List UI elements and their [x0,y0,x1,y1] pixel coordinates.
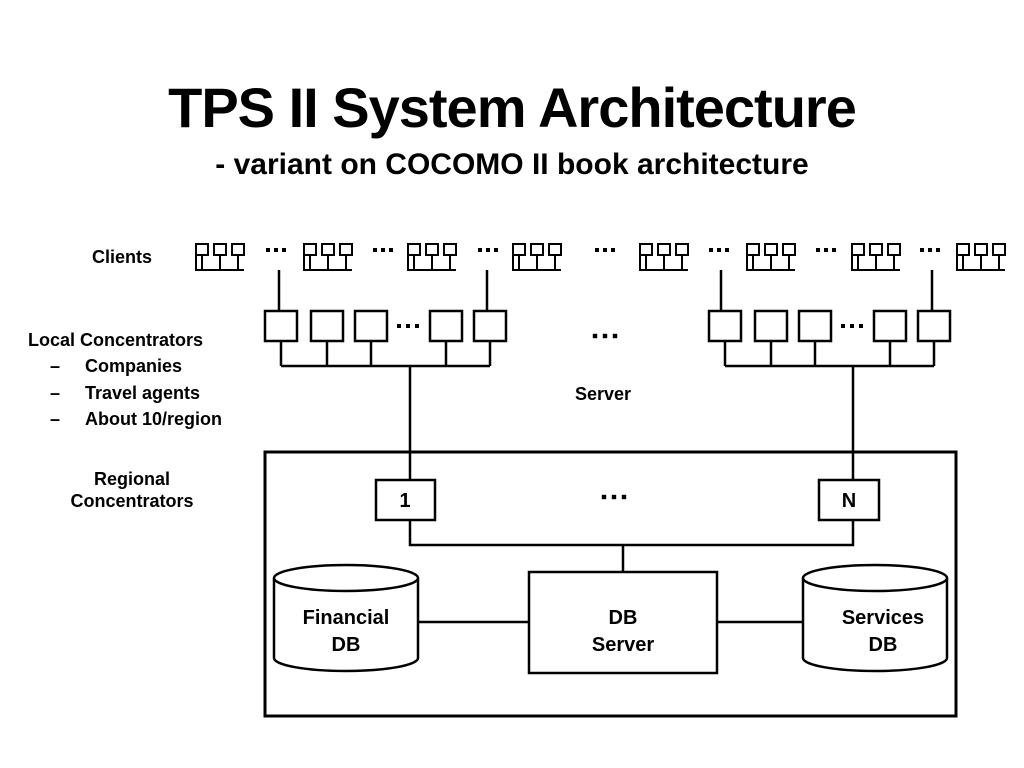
local-concentrator [309,309,345,343]
ellipsis [920,248,940,252]
ellipsis [601,494,627,500]
client-group [746,243,796,271]
regional-concentrator-n-label: N [842,490,856,512]
local-concentrator [263,309,299,343]
ellipsis [709,248,729,252]
client-terminal [321,243,335,256]
client-terminal [303,243,317,256]
client-terminal [974,243,988,256]
client-bus [512,255,561,271]
ellipsis [478,248,498,252]
page-subtitle: - variant on COCOMO II book architecture [215,148,809,181]
client-terminal [512,243,526,256]
client-bus [956,255,1005,271]
client-bus [639,255,688,271]
client-bus [303,255,352,271]
client-terminal [851,243,865,256]
services-db-label-line1: Services [842,607,924,629]
regional-concentrator-1 [374,478,437,522]
regional-concentrators-label: Regional Concentrators [70,469,194,511]
client-terminal [407,243,421,256]
client-terminal [657,243,671,256]
services-db-cylinder [801,563,949,673]
client-terminal [639,243,653,256]
db-server-label-line2: Server [592,634,654,656]
local-concentrator [872,309,908,343]
page-title: TPS II System Architecture [168,76,857,139]
client-bus [746,255,795,271]
client-group [956,243,1006,271]
financial-db-label-line2: DB [332,634,361,656]
client-terminal [213,243,227,256]
client-terminal [764,243,778,256]
client-group [639,243,689,271]
ellipses-layer [266,248,940,500]
local-concentrator-cluster [263,309,508,368]
clients-layer [195,243,1006,271]
client-terminal [339,243,353,256]
list-item: –Travel agents [50,382,201,403]
ellipsis [592,333,618,339]
local-concentrator [472,309,508,343]
local-concentrator [797,309,833,343]
client-group [512,243,562,271]
ellipsis [595,248,615,252]
client-group [303,243,353,271]
client-terminal [195,243,209,256]
db-server-label-line1: DB [609,607,638,629]
client-group [851,243,901,271]
services-db-label-line2: DB [869,634,898,656]
ellipsis [373,248,393,252]
client-terminal [992,243,1006,256]
financial-db-label-line1: Financial [303,607,390,629]
client-terminal [425,243,439,256]
ellipsis [266,248,286,252]
client-terminal [869,243,883,256]
local-concentrator [916,309,952,343]
client-terminal [530,243,544,256]
server-enclosure [263,450,958,718]
ellipsis [816,248,836,252]
client-terminal [887,243,901,256]
financial-db-cylinder [272,563,420,673]
client-bus [851,255,900,271]
local-concentrators-list: –Companies –Travel agents –About 10/regi… [50,356,222,436]
ellipsis [397,324,419,328]
local-concentrator-cluster [707,309,952,368]
local-concentrator [353,309,389,343]
client-bus [195,255,244,271]
client-terminal [746,243,760,256]
local-concentrators-label: Local Concentrators [28,330,204,350]
client-terminal [956,243,970,256]
db-server-box [527,570,719,675]
list-item: –About 10/region [50,409,223,429]
local-concentrator [428,309,464,343]
local-concentrators-layer [263,270,952,368]
ellipsis [841,324,863,328]
regional-concentrator-n [817,478,881,522]
client-group [407,243,457,271]
local-concentrator [753,309,789,343]
client-group [195,243,245,271]
client-bus [407,255,456,271]
client-terminal [443,243,457,256]
client-terminal [675,243,689,256]
client-terminal [782,243,796,256]
list-item: –Companies [50,356,183,376]
regional-bus [408,520,855,547]
clients-label: Clients [92,247,153,267]
regional-concentrator-1-label: 1 [399,490,410,512]
local-concentrator [707,309,743,343]
server-label: Server [575,384,632,404]
client-terminal [231,243,245,256]
client-terminal [548,243,562,256]
